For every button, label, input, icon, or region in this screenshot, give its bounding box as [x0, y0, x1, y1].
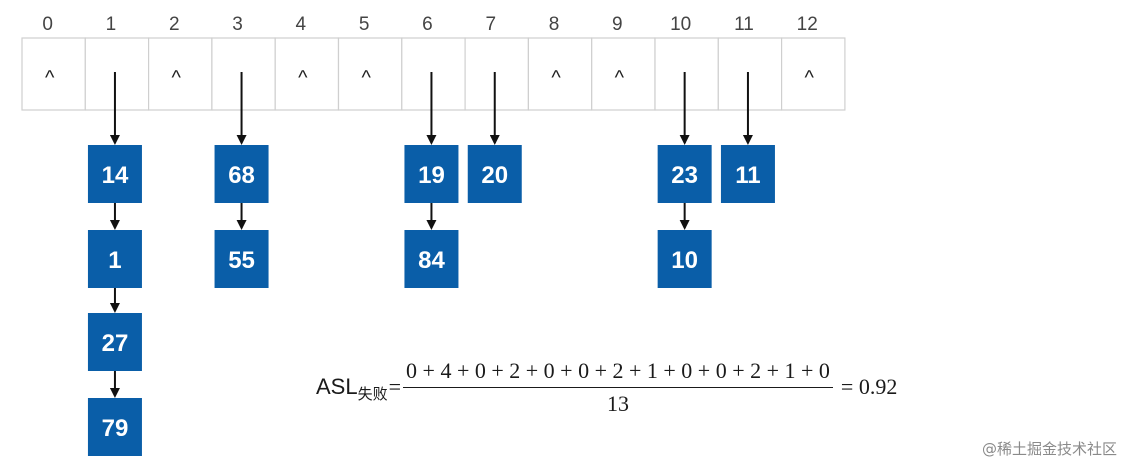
slot-index-11: 11 [734, 14, 754, 35]
slot-index-7: 7 [485, 14, 496, 35]
null-marker-0: ^ [45, 67, 55, 89]
slot-cell-3 [211, 37, 276, 111]
slot-cell-4 [274, 37, 340, 111]
collision-chains: 14 1 27 79 68 55 19 84 20 23 10 11 [87, 72, 775, 456]
slot-index-6: 6 [422, 14, 433, 35]
chain-node-label: 79 [102, 415, 129, 442]
slot-index-9: 9 [612, 14, 623, 35]
fraction: 0 + 4 + 0 + 2 + 0 + 0 + 2 + 1 + 0 + 0 + … [403, 358, 833, 417]
chain-node-label: 14 [102, 162, 129, 189]
slot-cell-12 [780, 37, 846, 111]
slot-cell-7 [464, 37, 530, 111]
slot-index-8: 8 [549, 14, 560, 35]
slot-cell-0 [21, 37, 86, 111]
chain-node-label: 10 [671, 247, 698, 274]
chain-node-label: 11 [735, 162, 760, 189]
asl-subscript: 失败 [357, 385, 388, 403]
watermark: @稀土掘金技术社区 [981, 440, 1117, 458]
chain-node-23 [657, 145, 712, 203]
slot-cell-6 [401, 37, 466, 111]
chain-node-55 [214, 230, 269, 288]
chain-node-label: 84 [418, 247, 445, 274]
fraction-numerator: 0 + 4 + 0 + 2 + 0 + 0 + 2 + 1 + 0 + 0 + … [403, 358, 833, 388]
chain-node-label: 23 [671, 162, 698, 189]
chain-node-84 [404, 230, 459, 288]
null-marker-2: ^ [172, 67, 182, 89]
slot-cell-10 [654, 37, 719, 111]
slot-index-2: 2 [169, 14, 180, 35]
chain-node-label: 1 [108, 247, 121, 274]
chain-node-label: 19 [418, 162, 445, 189]
slot-index-0: 0 [42, 14, 53, 35]
slot-cell-1 [84, 37, 150, 111]
slot-cell-11 [717, 37, 783, 111]
chain-node-19 [404, 145, 459, 203]
null-marker-9: ^ [615, 67, 625, 89]
chain-node-68 [214, 145, 269, 203]
asl-label: ASL [316, 374, 358, 399]
slot-index-4: 4 [296, 14, 307, 35]
asl-failure-formula: ASL 失败 = 0 + 4 + 0 + 2 + 0 + 0 + 2 + 1 +… [316, 352, 897, 422]
chain-node-14 [87, 145, 142, 203]
chain-node-10 [657, 230, 712, 288]
chain-node-label: 27 [102, 330, 129, 357]
chain-node-label: 68 [228, 162, 255, 189]
slot-index-3: 3 [232, 14, 243, 35]
null-marker-4: ^ [298, 67, 308, 89]
slot-cell-2 [148, 37, 213, 111]
slot-cell-9 [591, 37, 656, 111]
chain-node-11 [720, 145, 775, 203]
chain-node-label: 20 [481, 162, 508, 189]
null-marker-5: ^ [361, 67, 371, 89]
asl-result: = 0.92 [840, 374, 898, 399]
chain-node-20 [467, 145, 522, 203]
fraction-denominator: 13 [606, 390, 629, 416]
slot-index-5: 5 [359, 14, 370, 35]
chain-node-79 [87, 398, 142, 456]
null-marker-12: ^ [805, 67, 815, 89]
slot-index-12: 12 [797, 14, 818, 35]
null-marker-8: ^ [551, 67, 561, 89]
slot-index-10: 10 [670, 14, 691, 35]
chain-node-27 [87, 313, 142, 371]
slot-cell-5 [337, 37, 403, 111]
chain-node-label: 55 [228, 247, 255, 274]
slot-index-1: 1 [106, 14, 117, 35]
equals-sign: = [388, 374, 402, 399]
chain-node-1 [87, 230, 142, 288]
